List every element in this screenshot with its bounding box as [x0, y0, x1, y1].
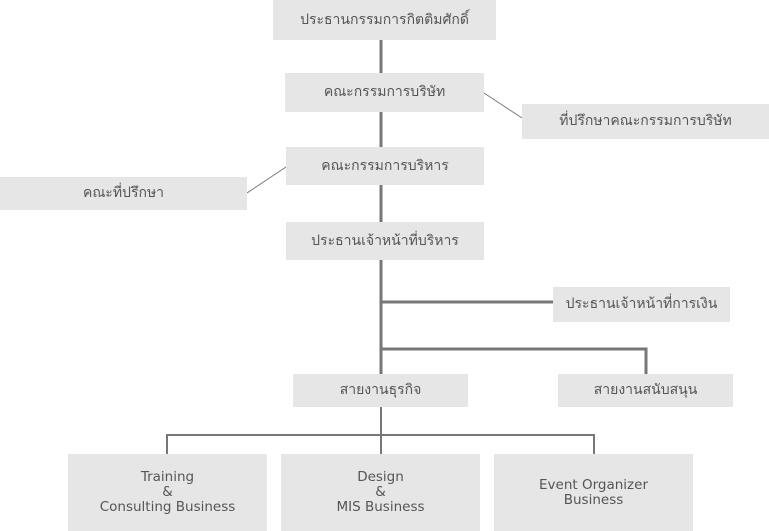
company-advisor-box: ที่ปรึกษาคณะกรรมการบริษัท	[522, 104, 769, 139]
ceo-box: ประธานเจ้าหน้าที่บริหาร	[286, 222, 484, 260]
board-of-directors-box: คณะกรรมการบริษัท	[285, 73, 484, 112]
honorary-chairman-box: ประธานกรรมการกิตติมศักดิ์	[273, 0, 496, 40]
business-unit-box: สายงานธุรกิจ	[293, 374, 468, 407]
design-mis-box: Design & MIS Business	[281, 454, 480, 531]
event-organizer-box: Event Organizer Business	[494, 454, 693, 531]
cfo-box: ประธานเจ้าหน้าที่การเงิน	[553, 287, 730, 322]
executive-committee-box: คณะกรรมการบริหาร	[286, 147, 484, 185]
advisory-board-box: คณะที่ปรึกษา	[0, 177, 247, 210]
training-consulting-box: Training & Consulting Business	[68, 454, 267, 531]
support-unit-box: สายงานสนับสนุน	[558, 374, 733, 407]
